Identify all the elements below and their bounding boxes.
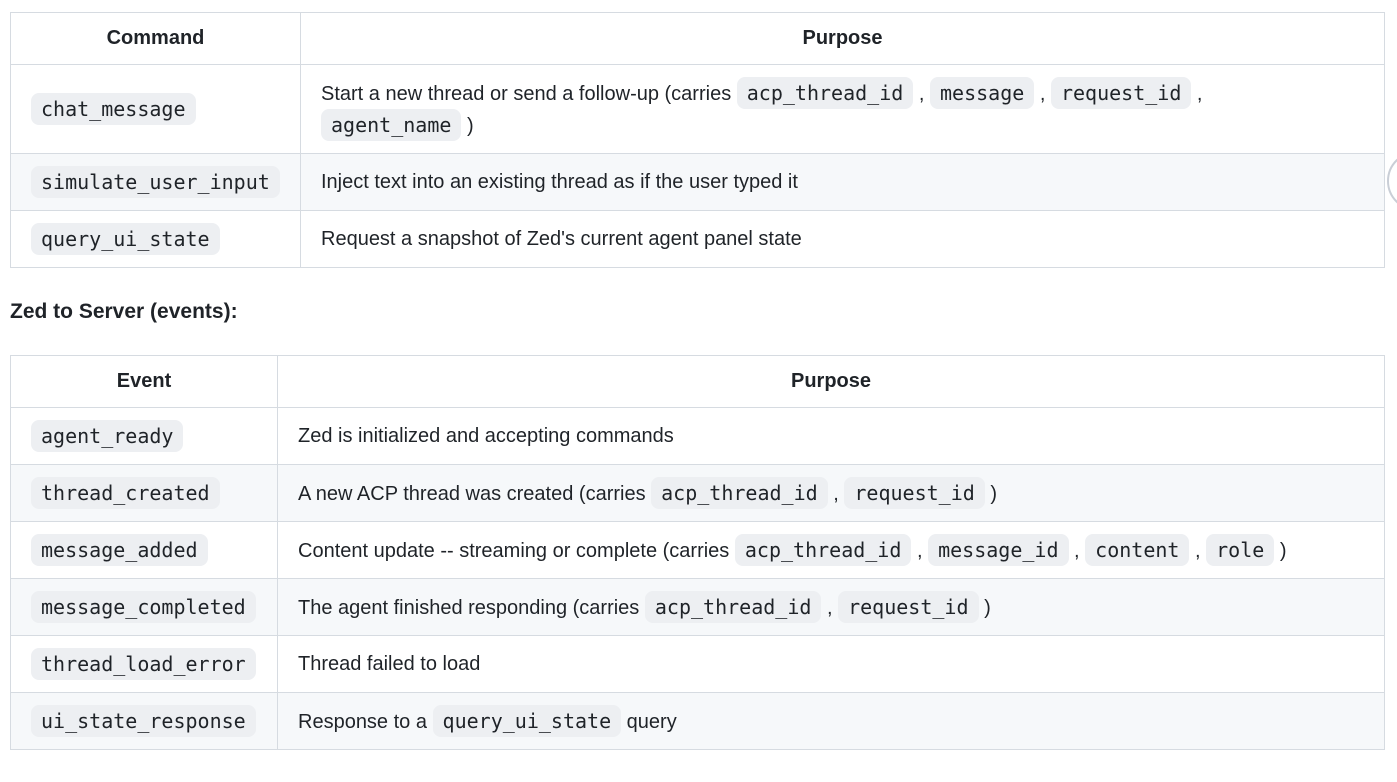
- event-table: Event Purpose agent_ready Zed is initial…: [10, 355, 1385, 750]
- table-row: query_ui_state Request a snapshot of Zed…: [10, 210, 1385, 268]
- inline-code: agent_ready: [31, 420, 184, 452]
- purpose-cell: Request a snapshot of Zed's current agen…: [300, 210, 1385, 268]
- table-header-row: Event Purpose: [10, 355, 1385, 408]
- purpose-cell: Thread failed to load: [277, 635, 1385, 693]
- event-cell: ui_state_response: [10, 692, 278, 750]
- purpose-cell: Inject text into an existing thread as i…: [300, 153, 1385, 211]
- column-header-purpose: Purpose: [300, 12, 1385, 65]
- event-cell: agent_ready: [10, 407, 278, 465]
- section-heading: Zed to Server (events):: [10, 300, 238, 323]
- inline-code: chat_message: [31, 93, 196, 125]
- table-row: simulate_user_input Inject text into an …: [10, 153, 1385, 211]
- inline-code: query_ui_state: [31, 223, 220, 255]
- purpose-cell: A new ACP thread was created (carries ac…: [277, 464, 1385, 522]
- inline-code: agent_name: [321, 109, 462, 141]
- table-row: message_completed The agent finished res…: [10, 578, 1385, 636]
- inline-code: role: [1206, 534, 1275, 566]
- table-row: message_added Content update -- streamin…: [10, 521, 1385, 579]
- purpose-cell: The agent finished responding (carries a…: [277, 578, 1385, 636]
- table-header-row: Command Purpose: [10, 12, 1385, 65]
- inline-code: request_id: [1050, 77, 1192, 109]
- event-cell: message_added: [10, 521, 278, 579]
- inline-code: request_id: [844, 477, 985, 509]
- inline-code: acp_thread_id: [644, 591, 822, 623]
- inline-code: thread_load_error: [31, 648, 256, 680]
- inline-code: simulate_user_input: [31, 166, 280, 198]
- command-table: Command Purpose chat_message Start a new…: [10, 12, 1385, 268]
- inline-code: message_id: [928, 534, 1069, 566]
- purpose-cell: Start a new thread or send a follow-up (…: [300, 64, 1385, 154]
- inline-code: request_id: [838, 591, 979, 623]
- table-row: ui_state_response Response to a query_ui…: [10, 692, 1385, 750]
- inline-code: thread_created: [31, 477, 220, 509]
- column-header-purpose: Purpose: [277, 355, 1385, 408]
- table-row: agent_ready Zed is initialized and accep…: [10, 407, 1385, 465]
- inline-code: message_completed: [31, 591, 256, 623]
- event-cell: thread_load_error: [10, 635, 278, 693]
- inline-code: message: [929, 77, 1035, 109]
- inline-code: content: [1085, 534, 1190, 566]
- purpose-cell: Content update -- streaming or complete …: [277, 521, 1385, 579]
- inline-code: query_ui_state: [432, 705, 622, 737]
- inline-code: acp_thread_id: [651, 477, 828, 509]
- event-cell: message_completed: [10, 578, 278, 636]
- inline-code: acp_thread_id: [734, 534, 912, 566]
- table-row: chat_message Start a new thread or send …: [10, 64, 1385, 154]
- document-body: Command Purpose chat_message Start a new…: [10, 12, 1385, 750]
- table-row: thread_created A new ACP thread was crea…: [10, 464, 1385, 522]
- command-cell: simulate_user_input: [10, 153, 301, 211]
- purpose-cell: Response to a query_ui_state query: [277, 692, 1385, 750]
- column-header-command: Command: [10, 12, 301, 65]
- command-cell: chat_message: [10, 64, 301, 154]
- command-cell: query_ui_state: [10, 210, 301, 268]
- inline-code: ui_state_response: [31, 705, 256, 737]
- event-cell: thread_created: [10, 464, 278, 522]
- table-row: thread_load_error Thread failed to load: [10, 635, 1385, 693]
- column-header-event: Event: [10, 355, 278, 408]
- purpose-cell: Zed is initialized and accepting command…: [277, 407, 1385, 465]
- inline-code: acp_thread_id: [736, 77, 914, 109]
- inline-code: message_added: [31, 534, 208, 566]
